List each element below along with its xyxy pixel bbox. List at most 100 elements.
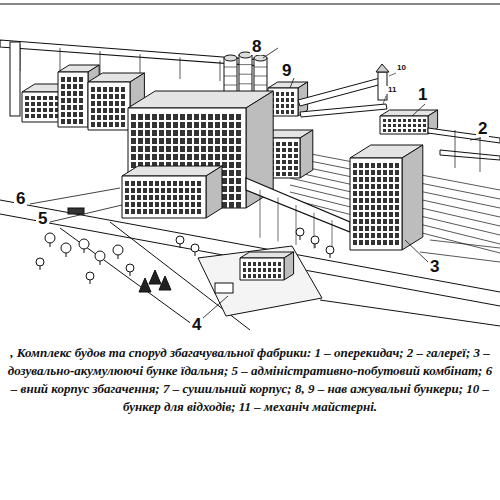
window — [371, 240, 375, 245]
window — [215, 138, 220, 144]
window — [201, 138, 206, 144]
window — [109, 108, 113, 113]
window — [389, 198, 393, 203]
window — [73, 84, 77, 89]
window — [276, 98, 279, 102]
window — [276, 92, 279, 96]
window — [393, 119, 396, 122]
window — [187, 114, 192, 120]
window — [359, 170, 363, 175]
window — [383, 219, 387, 224]
window — [395, 170, 399, 175]
window — [418, 119, 421, 122]
window — [282, 148, 286, 152]
window — [371, 163, 375, 168]
window — [383, 124, 386, 127]
window — [109, 94, 113, 99]
window — [273, 268, 276, 272]
window — [208, 122, 213, 128]
window — [229, 170, 234, 176]
window — [222, 194, 227, 200]
window — [137, 202, 141, 207]
window — [79, 84, 83, 89]
tree — [86, 272, 94, 280]
window — [365, 170, 369, 175]
window — [383, 184, 387, 189]
window — [229, 154, 234, 160]
window — [248, 262, 251, 266]
window — [229, 178, 234, 184]
window — [365, 198, 369, 203]
window — [389, 212, 393, 217]
window — [408, 119, 411, 122]
window — [263, 274, 266, 278]
window — [288, 160, 292, 164]
window — [73, 112, 77, 117]
window — [403, 119, 406, 122]
window — [276, 166, 280, 170]
window — [155, 188, 159, 193]
window — [353, 184, 357, 189]
window — [383, 191, 387, 196]
window — [67, 98, 71, 103]
window — [282, 172, 286, 176]
window — [131, 188, 135, 193]
window — [253, 262, 256, 266]
window — [173, 146, 178, 152]
window — [97, 115, 101, 120]
tree — [95, 251, 105, 261]
window — [25, 96, 29, 100]
window — [155, 209, 159, 214]
window — [359, 191, 363, 196]
window — [365, 177, 369, 182]
window — [91, 87, 95, 92]
line — [405, 240, 428, 262]
line — [50, 205, 122, 222]
window — [149, 202, 153, 207]
window — [79, 119, 83, 124]
window — [398, 129, 401, 132]
window — [149, 188, 153, 193]
window — [201, 146, 206, 152]
window — [371, 219, 375, 224]
window — [215, 146, 220, 152]
window — [236, 146, 241, 152]
window — [121, 115, 125, 120]
line — [254, 76, 267, 77]
window — [389, 219, 393, 224]
line — [60, 48, 61, 73]
window — [229, 162, 234, 168]
window — [121, 87, 125, 92]
window — [191, 195, 195, 200]
window — [365, 184, 369, 189]
window — [236, 194, 241, 200]
tree — [191, 244, 199, 252]
line — [290, 164, 500, 208]
figure-caption: , Комплекс будов та споруд збагачувально… — [4, 344, 496, 416]
window — [389, 233, 393, 238]
window — [103, 87, 107, 92]
outline — [246, 178, 350, 232]
window — [353, 198, 357, 203]
window — [389, 205, 393, 210]
window — [173, 202, 177, 207]
line — [470, 138, 481, 140]
window — [155, 181, 159, 186]
window — [131, 130, 136, 136]
window — [197, 195, 201, 200]
window — [166, 154, 171, 160]
window — [268, 262, 271, 266]
window — [258, 268, 261, 272]
window — [197, 202, 201, 207]
window — [91, 101, 95, 106]
window — [403, 124, 406, 127]
tree — [113, 245, 123, 255]
window — [248, 268, 251, 272]
window — [365, 240, 369, 245]
window — [377, 205, 381, 210]
window — [359, 240, 363, 245]
window — [398, 124, 401, 127]
window — [413, 119, 416, 122]
window — [229, 186, 234, 192]
window — [371, 233, 375, 238]
